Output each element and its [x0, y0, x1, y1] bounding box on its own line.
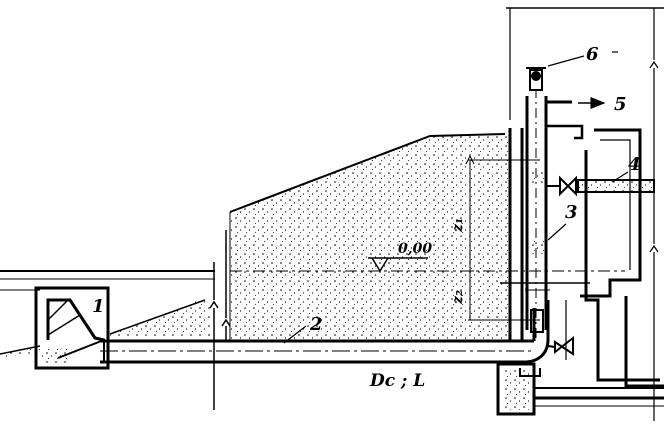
outlet-valve: [547, 335, 574, 356]
z2-label: z₂: [450, 290, 466, 305]
well-hook-pipe: [546, 124, 584, 140]
river-water-surface: [0, 270, 215, 291]
vertical-riser: [508, 88, 548, 340]
river-bed: [0, 299, 210, 358]
zero-level-line: [230, 257, 625, 273]
callout-2: 2: [309, 314, 323, 335]
pipe-spec-label: Dc ; L: [369, 371, 425, 391]
callout-5: 5: [614, 94, 627, 115]
callout-4: 4: [628, 154, 641, 175]
embankment: [229, 133, 510, 340]
callout-6: 6: [586, 44, 599, 65]
intake-head: [34, 286, 110, 370]
z1-label: z₁: [450, 218, 466, 233]
air-outlet: [546, 97, 606, 109]
break-lines: [209, 230, 231, 410]
side-valve: [546, 175, 655, 197]
callout-3: 3: [565, 202, 578, 223]
level-label: 0,00: [398, 241, 432, 257]
callout-1: 1: [92, 296, 105, 317]
well-structure: [496, 7, 664, 421]
siphon-pipe: [100, 300, 550, 364]
top-valve: [526, 67, 546, 91]
